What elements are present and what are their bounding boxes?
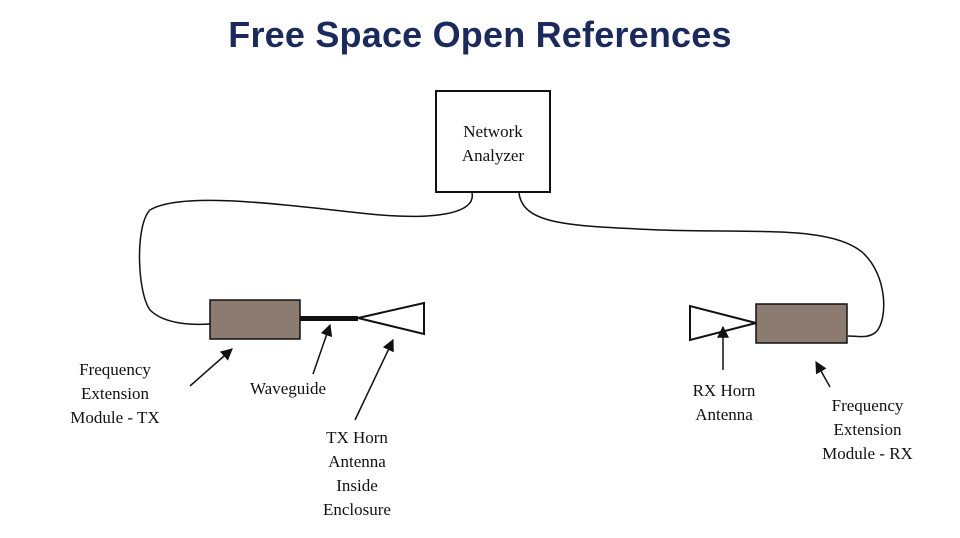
freq-ext-rx-label: Frequency Extension Module - RX bbox=[800, 394, 935, 466]
tx-horn-shape bbox=[357, 301, 425, 336]
label-line: Antenna bbox=[695, 405, 753, 424]
label-line: TX Horn bbox=[326, 428, 388, 447]
network-analyzer-box bbox=[435, 90, 551, 193]
label-line: Module - RX bbox=[822, 444, 913, 463]
arrow-tx-horn bbox=[354, 338, 394, 421]
arrow-rx-module bbox=[815, 360, 831, 388]
label-line: Enclosure bbox=[323, 500, 391, 519]
label-line: Antenna bbox=[328, 452, 386, 471]
label-line: Extension bbox=[81, 384, 149, 403]
network-analyzer-label: Network Analyzer bbox=[436, 120, 550, 168]
label-line: RX Horn bbox=[692, 381, 756, 400]
rx-horn-label: RX Horn Antenna bbox=[665, 379, 783, 427]
label-line: Module - TX bbox=[70, 408, 160, 427]
arrow-waveguide bbox=[312, 323, 333, 375]
rx-module-box bbox=[755, 303, 848, 344]
label-line: Frequency bbox=[79, 360, 151, 379]
label-line: Waveguide bbox=[249, 379, 327, 398]
tx-horn-label: TX Horn Antenna Inside Enclosure bbox=[292, 426, 422, 522]
label-line: Extension bbox=[833, 420, 902, 439]
page-title: Free Space Open References bbox=[228, 14, 732, 55]
freq-ext-tx-label: Frequency Extension Module - TX bbox=[50, 358, 180, 430]
waveguide-bar bbox=[300, 316, 358, 321]
cable-right bbox=[518, 192, 885, 338]
label-line: Inside bbox=[336, 476, 378, 495]
label-line: Analyzer bbox=[461, 146, 525, 165]
label-line: Network bbox=[463, 122, 523, 141]
arrow-tx-module bbox=[189, 348, 233, 387]
tx-module-box bbox=[209, 299, 301, 340]
label-line: Frequency bbox=[831, 396, 904, 415]
cable-left bbox=[138, 192, 473, 326]
waveguide-label: Waveguide bbox=[228, 377, 348, 401]
